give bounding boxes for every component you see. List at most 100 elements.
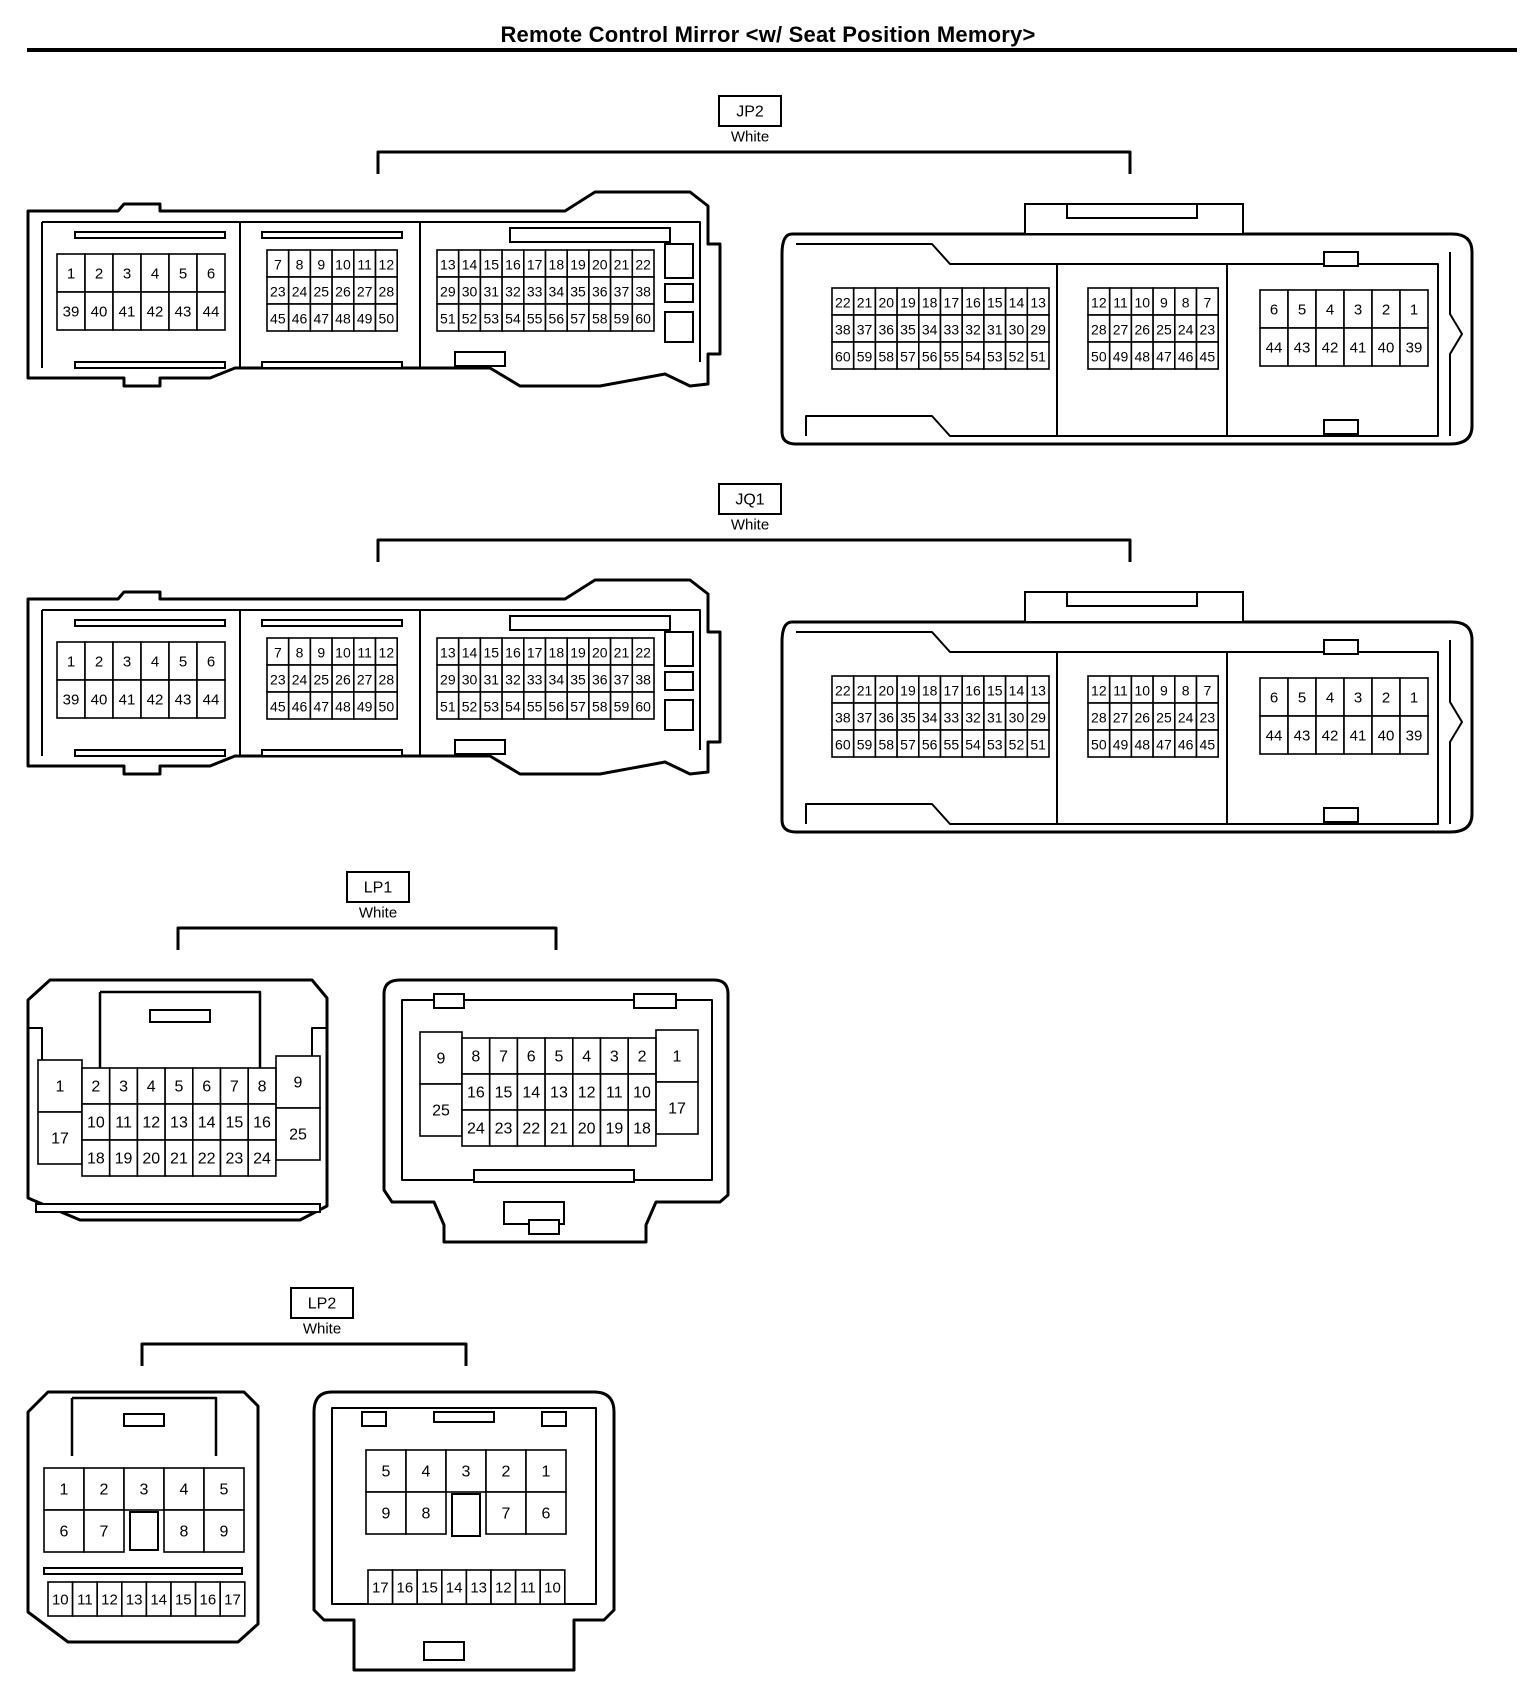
pin-number: 12 bbox=[1091, 683, 1107, 699]
pin-number: 8 bbox=[296, 645, 304, 661]
pin-number: 39 bbox=[63, 304, 80, 321]
pin-number: 1 bbox=[673, 1049, 682, 1066]
pin-number: 41 bbox=[119, 304, 136, 321]
pin-number: 55 bbox=[527, 699, 543, 715]
pin-cell bbox=[419, 1083, 463, 1137]
female-connector-housing bbox=[382, 978, 730, 1244]
pin-cell bbox=[405, 1449, 447, 1493]
pin-number: 19 bbox=[605, 1121, 623, 1138]
pin-number: 15 bbox=[483, 257, 499, 273]
pin-number: 60 bbox=[835, 349, 851, 365]
base-rail bbox=[35, 1203, 321, 1213]
pin-number: 9 bbox=[317, 257, 325, 273]
pin-number: 5 bbox=[220, 1482, 229, 1499]
title-rule bbox=[27, 48, 1517, 52]
pin-cell bbox=[196, 291, 226, 331]
pin-cell bbox=[525, 1491, 567, 1535]
pin-number: 35 bbox=[900, 710, 916, 726]
pin-cell bbox=[84, 679, 114, 719]
pin-number: 12 bbox=[495, 1580, 512, 1597]
pin-number: 55 bbox=[527, 311, 543, 327]
pin-number: 40 bbox=[91, 304, 108, 321]
housing-inner-wall bbox=[796, 243, 1439, 437]
pin-cell bbox=[219, 1581, 246, 1617]
pin-cell bbox=[163, 1509, 205, 1553]
pin-number: 7 bbox=[274, 645, 282, 661]
pin-number: 12 bbox=[379, 645, 395, 661]
pin-cell bbox=[1343, 289, 1373, 329]
pin-number: 39 bbox=[1406, 728, 1423, 745]
pin-cell bbox=[47, 1581, 74, 1617]
page-title: Remote Control Mirror <w/ Seat Position … bbox=[500, 22, 1036, 47]
pin-number: 2 bbox=[95, 266, 103, 283]
pin-number: 2 bbox=[1382, 690, 1390, 707]
pin-cell bbox=[43, 1467, 85, 1511]
pin-number: 38 bbox=[635, 284, 651, 300]
pin-number: 35 bbox=[570, 284, 586, 300]
pin-number: 12 bbox=[578, 1085, 596, 1102]
pin-number: 43 bbox=[1294, 340, 1311, 357]
pin-number: 36 bbox=[592, 672, 608, 688]
pin-cell bbox=[219, 1139, 250, 1177]
connector-id: JQ1 bbox=[735, 492, 764, 509]
pin-number: 24 bbox=[1178, 322, 1194, 338]
pin-cell bbox=[163, 1467, 205, 1511]
pin-number: 41 bbox=[119, 692, 136, 709]
pin-number: 23 bbox=[270, 672, 286, 688]
pin-number: 21 bbox=[550, 1121, 568, 1138]
pin-number: 1 bbox=[56, 1079, 65, 1096]
pin-cell bbox=[461, 1109, 491, 1147]
pin-number: 59 bbox=[614, 311, 630, 327]
pin-cell bbox=[516, 1037, 546, 1075]
pin-number: 31 bbox=[987, 322, 1003, 338]
pin-number: 44 bbox=[203, 304, 220, 321]
pin-number: 36 bbox=[878, 322, 894, 338]
pin-number: 3 bbox=[123, 654, 131, 671]
pin-number: 22 bbox=[835, 683, 851, 699]
key-block bbox=[451, 1493, 481, 1537]
latch-rail bbox=[261, 619, 403, 627]
pin-number: 16 bbox=[505, 257, 521, 273]
pin-number: 53 bbox=[483, 699, 499, 715]
pin-number: 56 bbox=[922, 349, 938, 365]
key-slot bbox=[1323, 807, 1359, 823]
pin-number: 10 bbox=[87, 1115, 105, 1132]
pin-number: 16 bbox=[965, 683, 981, 699]
pin-number: 15 bbox=[987, 683, 1003, 699]
pin-number: 3 bbox=[610, 1049, 619, 1066]
pin-cell bbox=[247, 1139, 277, 1177]
connector-id: LP2 bbox=[308, 1296, 337, 1313]
pin-number: 58 bbox=[592, 311, 608, 327]
pin-cell bbox=[525, 1449, 567, 1493]
pin-number: 38 bbox=[635, 672, 651, 688]
pin-number: 11 bbox=[520, 1580, 536, 1597]
pin-number: 21 bbox=[857, 683, 873, 699]
pin-number: 38 bbox=[835, 710, 851, 726]
housing-inner-wall bbox=[28, 1027, 327, 1060]
pin-number: 35 bbox=[570, 672, 586, 688]
pin-cell bbox=[1315, 715, 1345, 755]
pin-number: 45 bbox=[1200, 349, 1216, 365]
pin-cell bbox=[84, 291, 114, 331]
pin-cell bbox=[571, 1109, 602, 1147]
pin-number: 23 bbox=[225, 1151, 243, 1168]
connector-bracket bbox=[140, 1342, 468, 1366]
pin-number: 39 bbox=[1406, 340, 1423, 357]
housing-inner-wall bbox=[796, 631, 1439, 825]
pin-number: 1 bbox=[67, 654, 75, 671]
pin-number: 52 bbox=[462, 699, 478, 715]
pin-number: 11 bbox=[1113, 295, 1128, 311]
pin-number: 10 bbox=[52, 1592, 69, 1609]
pin-number: 34 bbox=[549, 284, 565, 300]
pin-cell bbox=[108, 1139, 139, 1177]
pin-number: 19 bbox=[900, 683, 916, 699]
pin-number: 40 bbox=[91, 692, 108, 709]
pin-number: 46 bbox=[292, 699, 308, 715]
pin-number: 43 bbox=[175, 692, 192, 709]
pin-number: 3 bbox=[123, 266, 131, 283]
pin-number: 15 bbox=[225, 1115, 243, 1132]
key-slot bbox=[1323, 419, 1359, 435]
latch-rail bbox=[509, 227, 671, 243]
pin-number: 8 bbox=[1182, 683, 1190, 699]
